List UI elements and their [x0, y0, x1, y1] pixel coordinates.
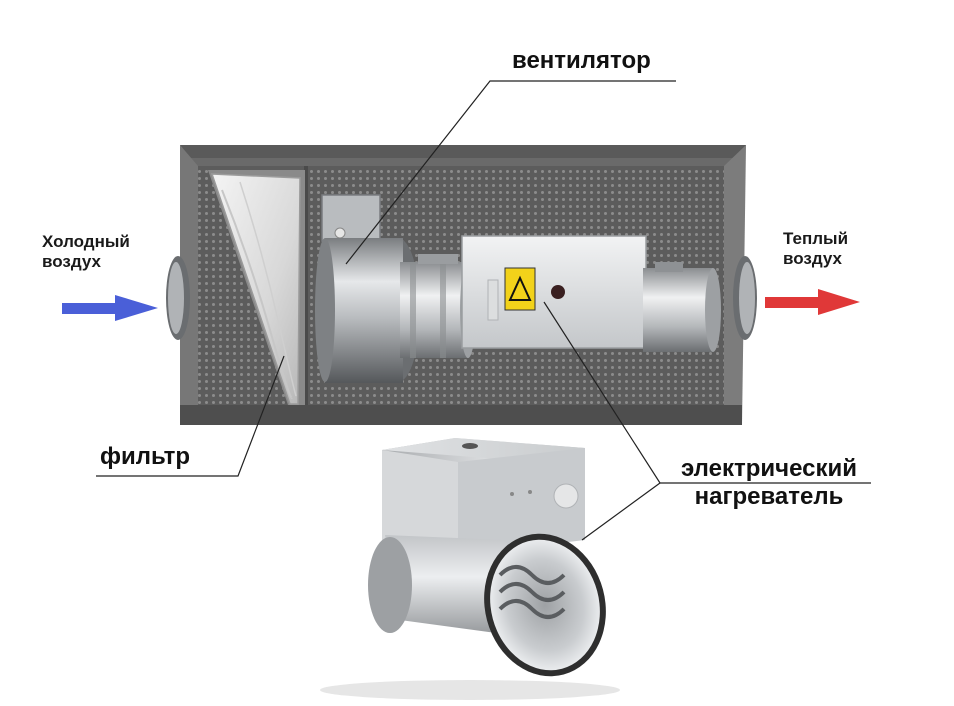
leader-lines	[96, 80, 871, 541]
electric-heater-standalone	[320, 438, 620, 700]
fan-leader	[345, 80, 676, 265]
heater-label-line2: нагреватель	[694, 482, 844, 510]
warm-air-label: Теплый воздух	[783, 229, 848, 268]
cold-air-label: Холодный воздух	[42, 232, 130, 271]
heater-label: электрический нагреватель	[668, 455, 870, 510]
warm-air-label-line1: Теплый	[783, 229, 849, 248]
heater-in-housing	[461, 235, 721, 352]
filter-cassette	[208, 170, 305, 405]
heater-leader-2	[581, 482, 661, 541]
heater-label-line1: электрический	[681, 455, 857, 482]
fan-label: вентилятор	[512, 47, 651, 74]
cold-air-label-line1: Холодный	[42, 232, 130, 251]
warm-air-label-line2: воздух	[783, 248, 842, 268]
warm-air-arrow	[765, 289, 860, 315]
high-voltage-warning-icon	[504, 267, 536, 311]
filter-leader	[96, 355, 285, 477]
filter-label: фильтр	[100, 443, 191, 470]
outlet-flange	[733, 256, 757, 340]
cold-air-arrow	[62, 295, 158, 321]
cold-air-label-line2: воздух	[42, 251, 101, 271]
inlet-flange	[166, 256, 190, 340]
